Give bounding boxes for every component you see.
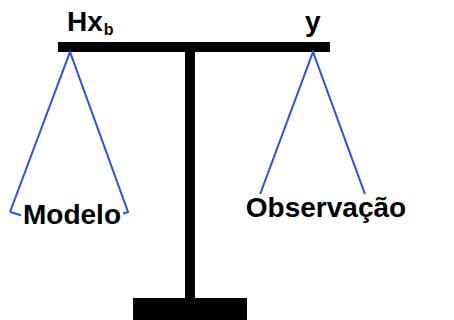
model-symbol: Hx	[67, 8, 103, 36]
balance-base	[133, 298, 247, 320]
subscript: b	[104, 22, 114, 38]
balance-beam	[58, 42, 330, 52]
balance-post	[185, 52, 195, 300]
pan-line	[10, 52, 128, 222]
pan-label: Observação	[244, 194, 408, 222]
model-pan: Modelo	[6, 48, 138, 230]
pan-label: Modelo	[21, 201, 123, 229]
observation-pan: Observação	[235, 48, 417, 230]
observation-symbol: y	[305, 8, 321, 36]
